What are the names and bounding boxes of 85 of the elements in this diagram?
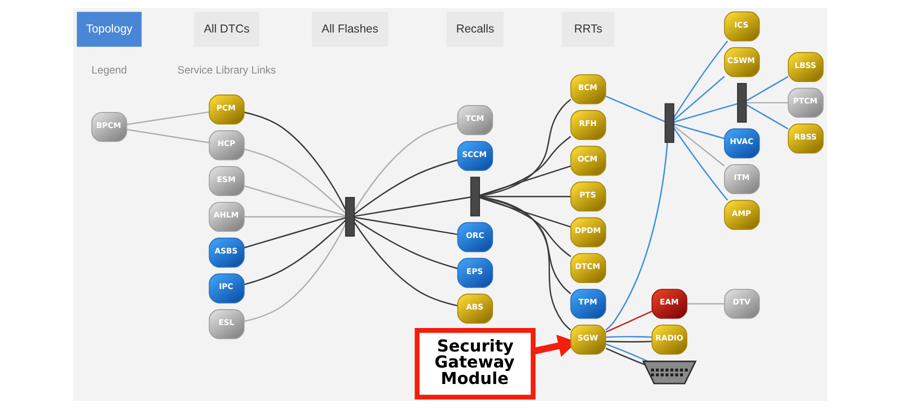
connector <box>480 196 572 294</box>
label: All DTCs <box>204 22 250 36</box>
node-box: Security Gateway Module <box>414 328 536 400</box>
node-box: OCM <box>570 146 606 176</box>
connector <box>354 122 458 211</box>
connector <box>244 185 346 216</box>
connector <box>354 222 458 306</box>
node-box: TPM <box>570 288 606 319</box>
node-picture <box>642 360 697 384</box>
node-box: IPC <box>208 273 245 304</box>
node-box: HVAC <box>724 128 760 158</box>
node-box: EPS <box>457 258 494 288</box>
node-box: ITM <box>724 164 760 194</box>
node-box: AMP <box>724 200 760 230</box>
node-box: AHLM <box>208 202 245 232</box>
node-box: BCM <box>570 74 606 104</box>
node-box: DPDM <box>570 217 606 248</box>
connector <box>126 128 210 144</box>
node-box: ORC <box>457 222 494 252</box>
node-box: RFH <box>570 110 606 140</box>
label: RRTs <box>574 22 602 36</box>
node-bar <box>737 82 747 123</box>
node-box: PTS <box>570 182 606 212</box>
node-box: RBSS <box>788 124 824 154</box>
connector <box>480 98 572 197</box>
connector <box>479 165 571 196</box>
connector <box>126 111 210 126</box>
connector <box>479 196 572 330</box>
connector <box>687 303 724 304</box>
node-bar <box>664 103 674 143</box>
node-bar <box>470 176 480 216</box>
connector <box>244 220 346 286</box>
connector <box>606 96 666 122</box>
node-box: CSWM <box>724 47 760 78</box>
connector <box>480 196 572 258</box>
connector <box>244 216 346 218</box>
connector <box>244 112 346 210</box>
node-box: ESL <box>208 309 245 340</box>
connector <box>746 76 789 102</box>
node-box: SGW <box>570 324 606 355</box>
connector <box>674 103 738 123</box>
connector <box>354 196 470 217</box>
label: Topology <box>86 22 132 36</box>
node-box: ASBS <box>208 238 245 268</box>
node-box: ESM <box>208 166 245 196</box>
node-box: DTCM <box>570 253 606 284</box>
node-box: LBSS <box>788 52 824 82</box>
node-box: DTV <box>724 288 760 319</box>
node-box: ICS <box>724 11 760 42</box>
connector <box>746 104 789 130</box>
connector <box>244 148 346 214</box>
connector <box>673 128 728 201</box>
connector <box>746 102 788 104</box>
node-bar <box>345 197 355 237</box>
node-box: PCM <box>208 94 245 124</box>
connector <box>354 218 458 270</box>
connector <box>479 197 571 228</box>
connector <box>673 76 725 121</box>
node-box: HCP <box>208 130 245 160</box>
node-box: EAM <box>652 288 688 319</box>
node-box: TCM <box>457 105 494 136</box>
connector <box>605 142 668 330</box>
connector <box>480 196 571 198</box>
connector <box>606 340 652 342</box>
connector <box>606 344 648 362</box>
connector <box>244 224 346 322</box>
connector <box>480 136 572 196</box>
connector <box>606 336 652 338</box>
connector <box>673 125 725 166</box>
node-box: BPCM <box>91 112 128 142</box>
connector <box>673 40 728 118</box>
connector <box>354 216 458 236</box>
connector <box>354 159 458 215</box>
node-box: PTCM <box>788 88 824 118</box>
node-box: SCCM <box>457 140 494 171</box>
connector <box>244 217 346 248</box>
label: Service Library Links <box>177 64 276 77</box>
connector <box>606 348 646 366</box>
label: Legend <box>92 64 127 77</box>
label: Recalls <box>456 22 494 36</box>
node-box: RADIO <box>652 324 688 355</box>
node-box: ABS <box>457 294 494 324</box>
connector <box>606 310 652 333</box>
label: All Flashes <box>322 22 378 36</box>
connector <box>674 123 725 140</box>
